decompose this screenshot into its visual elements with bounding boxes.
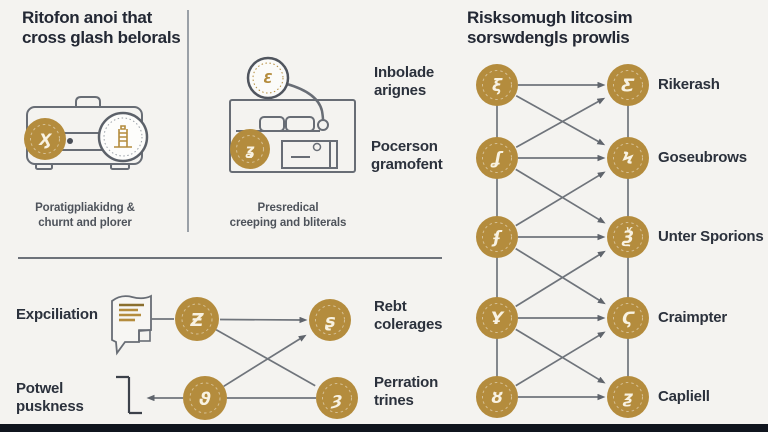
- flow-edges: [146, 316, 316, 402]
- coin-node: Ұ: [476, 297, 518, 339]
- coin-node: Ѯ: [607, 216, 649, 258]
- flow-diagram: Ƶ ϑ ʂ ȝ: [111, 294, 358, 420]
- left-title: Ritofon anoi that cross glash belorals: [22, 8, 181, 48]
- coin-node: ʄ: [476, 216, 518, 258]
- briefcase-clasp-left: [67, 138, 73, 144]
- coin-glyph: ȝ: [331, 389, 343, 410]
- gauge-glyph: Ɛ: [263, 72, 272, 87]
- vertical-divider: [187, 10, 189, 232]
- label-pocerson: Pocerson gramofent: [371, 138, 443, 174]
- coin-node: ϑ: [183, 376, 227, 420]
- coin-node: Ϟ: [607, 137, 649, 179]
- coin-node: ξ: [476, 64, 518, 106]
- briefcase-caption: Poratigpliakidng & churnt and plorer: [35, 202, 135, 229]
- coin-node: ʆ: [476, 137, 518, 179]
- horizontal-divider: [18, 257, 442, 259]
- coin-node: ʂ: [309, 299, 351, 341]
- coin-glyph: ϑ: [199, 389, 211, 410]
- coin-glyph: Ϟ: [622, 149, 634, 169]
- note-bubble-icon: [111, 294, 152, 356]
- network-diagram: ξ ʆ ʄ Ұ ȣ Ƹ Ϟ: [476, 64, 649, 418]
- gauge-coin: [97, 111, 149, 163]
- coin-node: ȝ: [316, 377, 358, 419]
- label-potwel: Potwel puskness: [16, 380, 84, 416]
- coin-glyph: ʂ: [325, 311, 336, 332]
- network-label-craimpter: Craimpter: [658, 309, 728, 326]
- network-label-unter-sporions: Unter Sporions: [658, 228, 764, 245]
- label-perration: Perration trines: [374, 374, 439, 410]
- coin-glyph: Ѯ: [621, 226, 634, 248]
- coin-glyph: Ƶ: [189, 310, 204, 331]
- coin-node: Ƹ: [607, 64, 649, 106]
- network-label-rikerash: Rikerash: [658, 76, 720, 93]
- right-title: Risksomugh litcosim sorswdengls prowlis: [467, 8, 633, 48]
- briefcase-illustration: Ӽ: [24, 96, 149, 170]
- coin-node: Ϛ: [607, 297, 649, 339]
- label-expciliation: Expciliation: [16, 306, 98, 323]
- label-rebt: Rebt colerages: [374, 298, 443, 334]
- gold-coin: ʓ: [230, 129, 270, 169]
- coin-glyph: ȣ: [491, 388, 503, 408]
- device-illustration: Ɛ ʓ: [229, 56, 356, 173]
- coin-glyph: Ƹ: [620, 76, 635, 96]
- coin-glyph: ξ: [492, 76, 503, 96]
- coin-glyph: ʓ: [244, 141, 255, 159]
- coin-glyph: Ϛ: [622, 309, 636, 329]
- coin-glyph: Ӽ: [38, 130, 53, 149]
- network-label-goseubrows: Goseubrows: [658, 149, 747, 166]
- coin-node: ƺ: [607, 376, 649, 418]
- coin-glyph: ƺ: [622, 388, 633, 408]
- coin-glyph: ʄ: [491, 228, 503, 248]
- gold-coin: Ӽ: [24, 118, 66, 160]
- network-label-capliell: Capliell: [658, 388, 710, 405]
- coin-node: Ƶ: [175, 297, 219, 341]
- device-caption: Presredical creeping and bliterals: [229, 202, 347, 229]
- coin-node: ȣ: [476, 376, 518, 418]
- label-inbolade: Inbolade arignes: [374, 64, 435, 100]
- meter-icon: [114, 125, 132, 148]
- coin-glyph: ʆ: [489, 149, 504, 169]
- gauge-dial: Ɛ: [246, 56, 290, 100]
- coin-glyph: Ұ: [491, 309, 505, 329]
- bracket-icon: [116, 375, 142, 415]
- bottom-bar: [0, 424, 768, 432]
